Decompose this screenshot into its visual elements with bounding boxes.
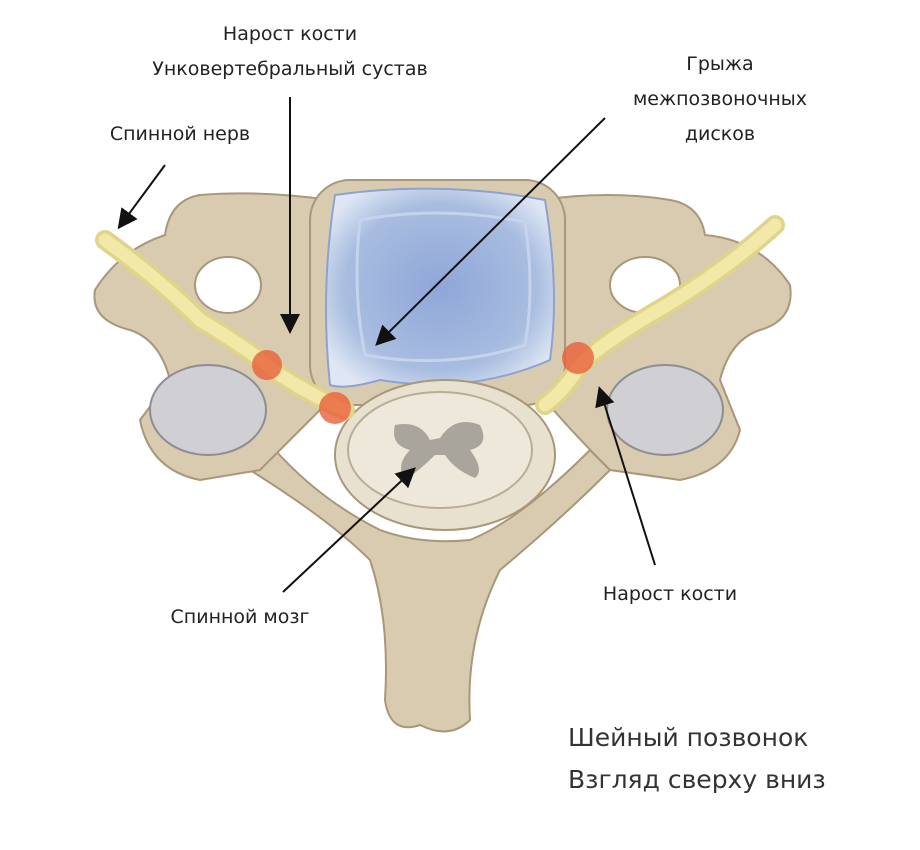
left-facet <box>149 364 267 456</box>
inflammation-left-1 <box>252 350 282 380</box>
label-herniated-disc-2: межпозвоночных <box>632 88 808 110</box>
right-facet <box>606 364 724 456</box>
label-herniated-disc-1: Грыжа <box>686 53 754 75</box>
intervertebral-disc <box>325 187 555 388</box>
arrow-herniated-disc <box>375 117 606 346</box>
arrow-spinal-cord <box>282 467 416 593</box>
label-bone-spur-right: Нарост кости <box>602 583 738 605</box>
gray-matter <box>394 421 484 480</box>
arrow-bone-spur-right <box>595 386 656 566</box>
label-bone-spur-top: Нарост кости <box>222 23 358 45</box>
label-spinal-cord: Спинной мозг <box>170 606 310 628</box>
label-uncovertebral-joint: Унковертебральный сустав <box>152 58 428 80</box>
label-herniated-disc-3: дисков <box>684 123 756 145</box>
left-transverse-foramen <box>194 256 262 314</box>
label-spinal-nerve: Спинной нерв <box>109 123 251 145</box>
arrow-spinal-nerve <box>117 164 166 230</box>
caption-subtitle: Взгляд сверху вниз <box>568 765 826 794</box>
spinous-process <box>248 448 612 733</box>
inflammation-left-2 <box>319 392 351 424</box>
caption-title: Шейный позвонок <box>568 723 809 752</box>
inflammation-right <box>562 342 594 374</box>
